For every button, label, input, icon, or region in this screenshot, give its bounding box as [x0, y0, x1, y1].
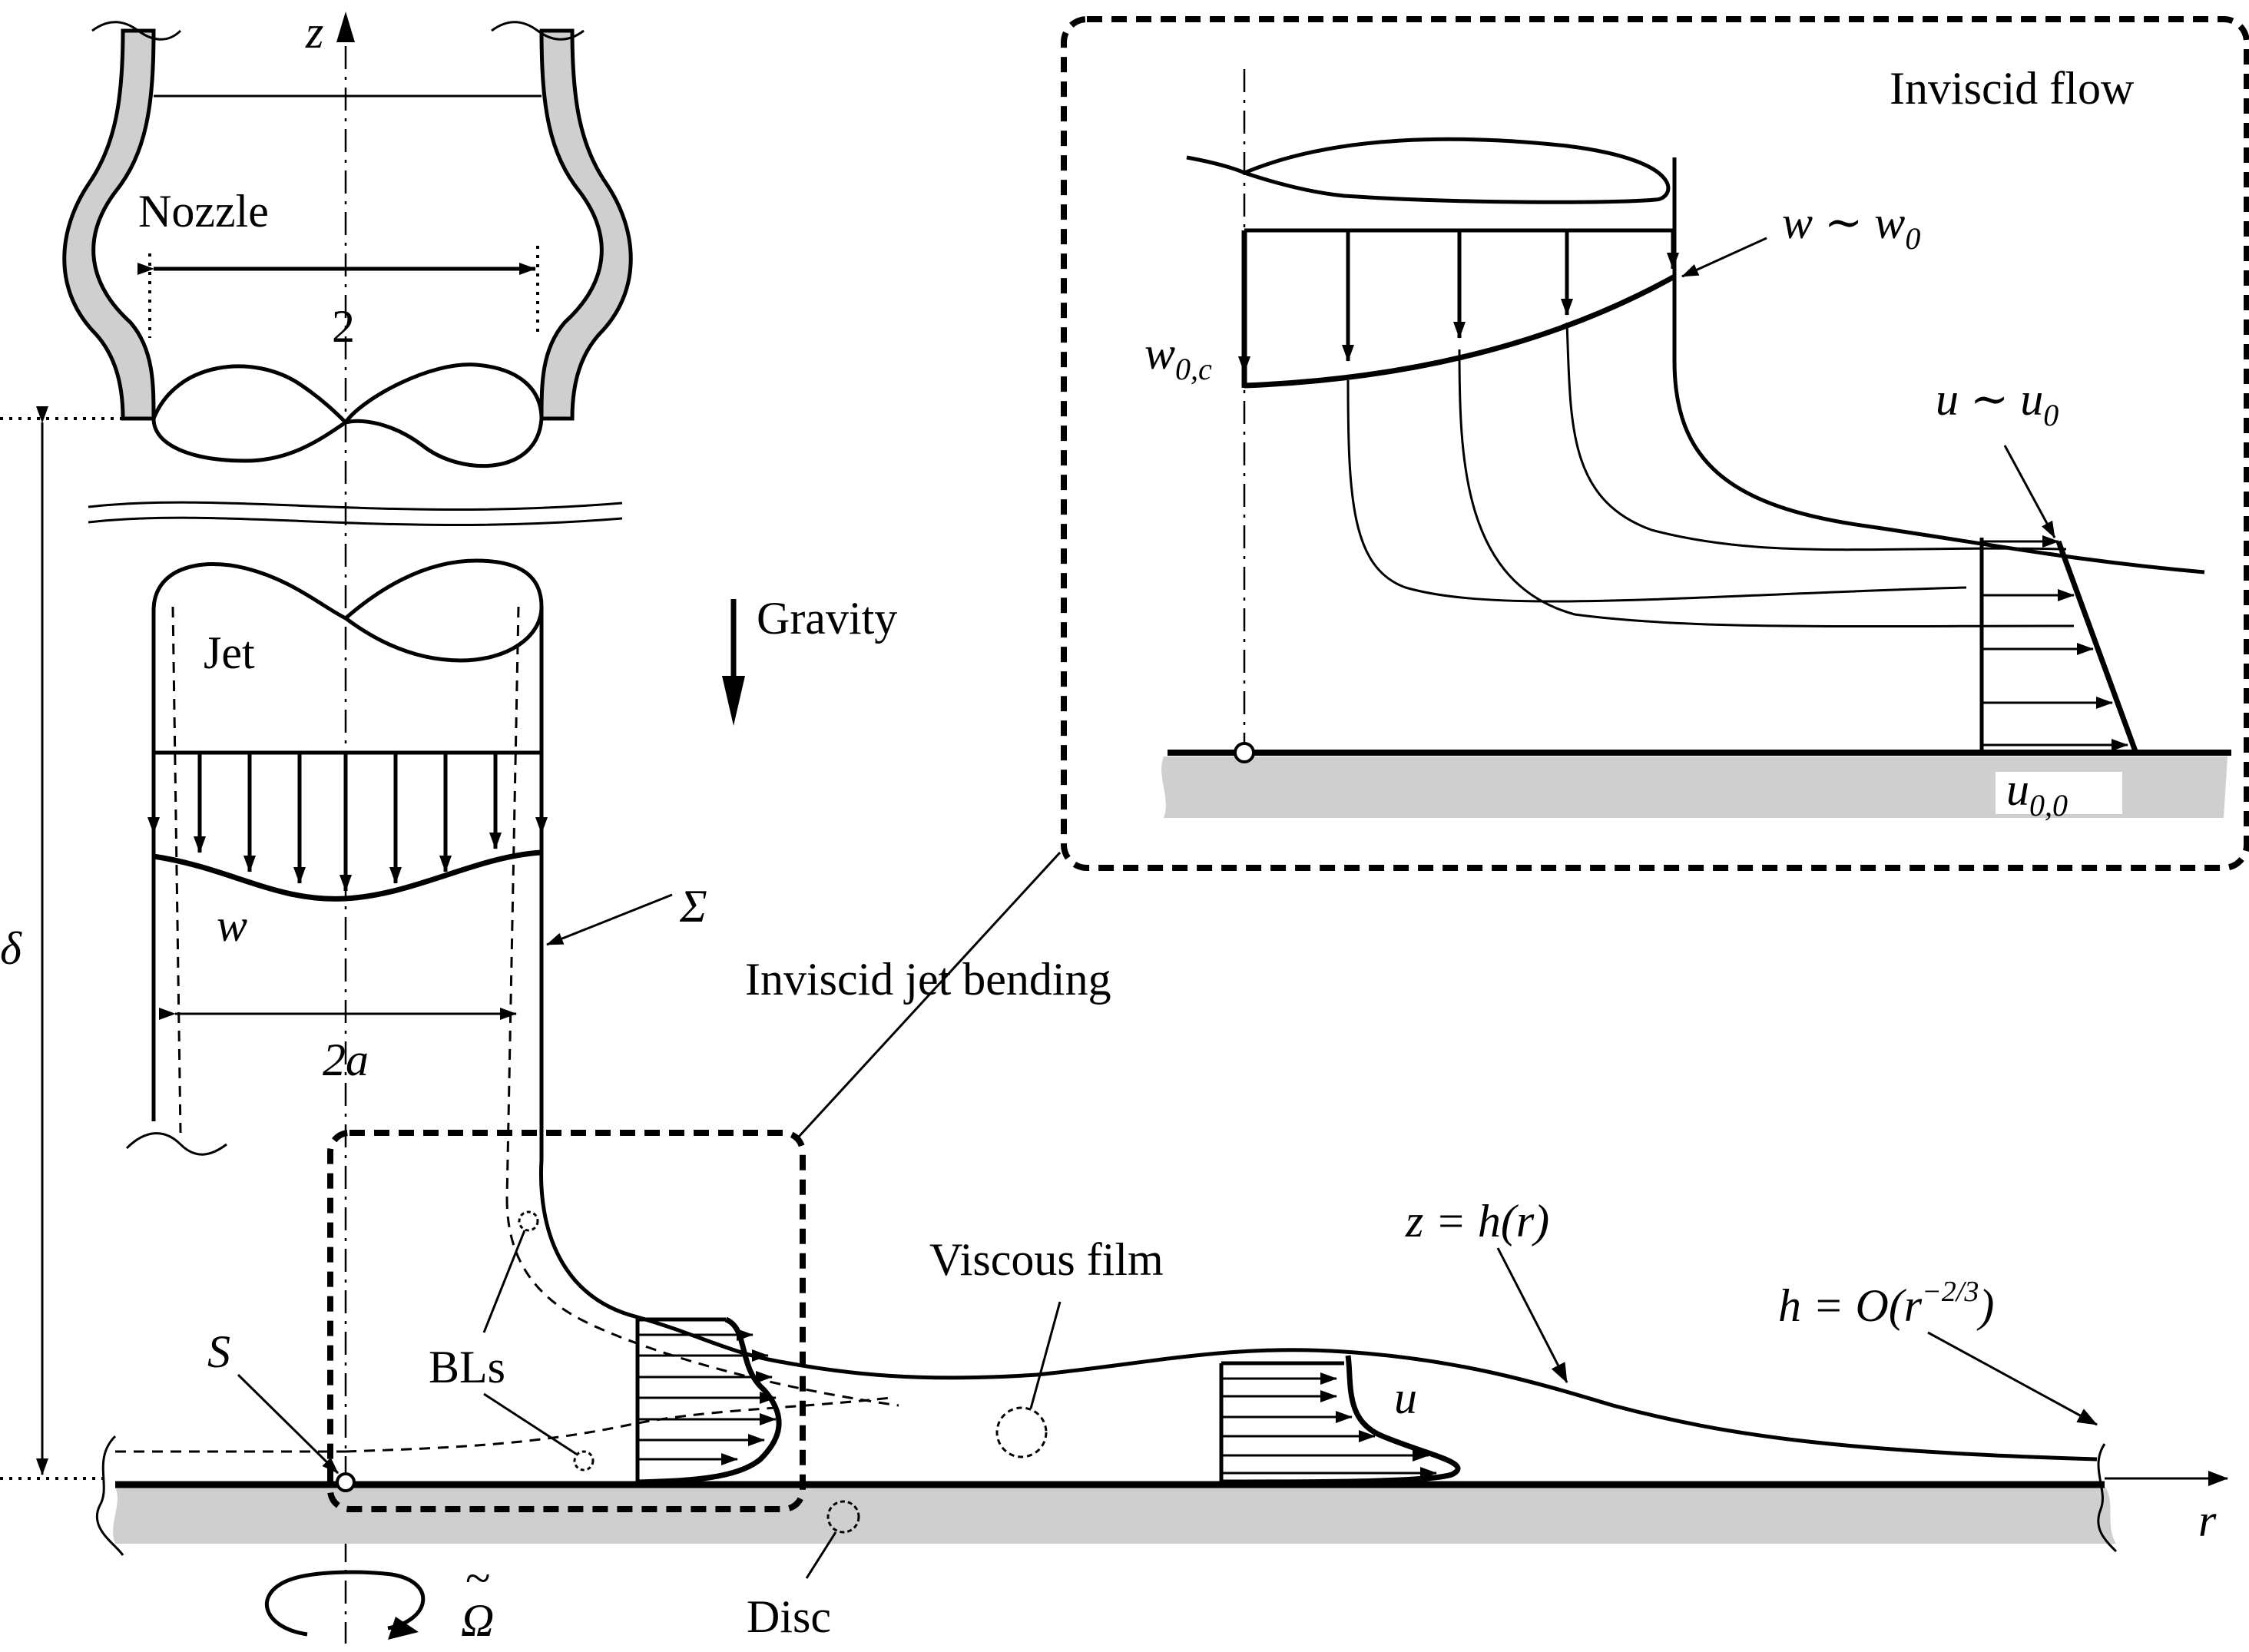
delta-label: δ — [0, 923, 22, 974]
jet-velocity-profile — [153, 849, 542, 902]
delta-dimension — [0, 406, 123, 1480]
z-eq-h-label: z = h(r) — [1405, 1196, 1549, 1246]
gravity-arrow — [722, 599, 745, 726]
free-surface — [345, 1159, 2098, 1462]
inset-leader — [797, 851, 1062, 1138]
w-sim-w0-label: w ∼ w0 — [1782, 197, 1920, 256]
boundary-layer-markers — [482, 1210, 595, 1472]
film-profile-2 — [1219, 1355, 1461, 1485]
inset-flow — [1161, 69, 2231, 818]
nozzle — [62, 21, 633, 468]
axis-r-label: r — [2198, 1495, 2217, 1546]
jet-width-label: 2a — [323, 1035, 369, 1085]
nozzle-right-wall — [539, 28, 633, 421]
film-profile-1 — [635, 1316, 782, 1485]
viscous-film-label: Viscous film — [929, 1234, 1164, 1285]
inviscid-flow-inset — [1061, 16, 2249, 871]
u-sim-u0-label: u ∼ u0 — [1936, 374, 2059, 432]
u-label: u — [1394, 1372, 1417, 1423]
disc — [95, 1435, 2228, 1556]
disc-label: Disc — [747, 1591, 831, 1642]
axis-z-label: z — [305, 7, 323, 58]
omega-tilde: ~ — [465, 1553, 490, 1604]
s-label: S — [207, 1326, 230, 1377]
omega-label: Ω — [461, 1595, 494, 1646]
w-label: w — [217, 900, 247, 951]
nozzle-label: Nozzle — [138, 186, 269, 237]
w0c-label: w0,c — [1144, 328, 1212, 386]
u00-label: u0,0 — [2006, 764, 2068, 823]
jet-label: Jet — [204, 627, 255, 678]
viscous-film-marker — [995, 1406, 1048, 1458]
stagnation-point — [336, 1472, 356, 1492]
bending-region-box — [327, 1130, 806, 1512]
axis-break — [88, 501, 623, 527]
bls-label: BLs — [429, 1342, 505, 1392]
nozzle-width-label: 2 — [332, 301, 355, 352]
nozzle-exit-profile — [151, 363, 544, 468]
gravity-label: Gravity — [757, 593, 897, 644]
rotation-indicator — [265, 1570, 426, 1640]
inviscid-flow-title: Inviscid flow — [1890, 63, 2135, 114]
sigma-label: Σ — [679, 881, 707, 932]
inviscid-jet-bending-label: Inviscid jet bending — [745, 954, 1111, 1005]
h-order-label: h = O(r−2/3) — [1778, 1276, 1994, 1331]
jet — [125, 558, 673, 1199]
disc-marker — [826, 1500, 860, 1534]
